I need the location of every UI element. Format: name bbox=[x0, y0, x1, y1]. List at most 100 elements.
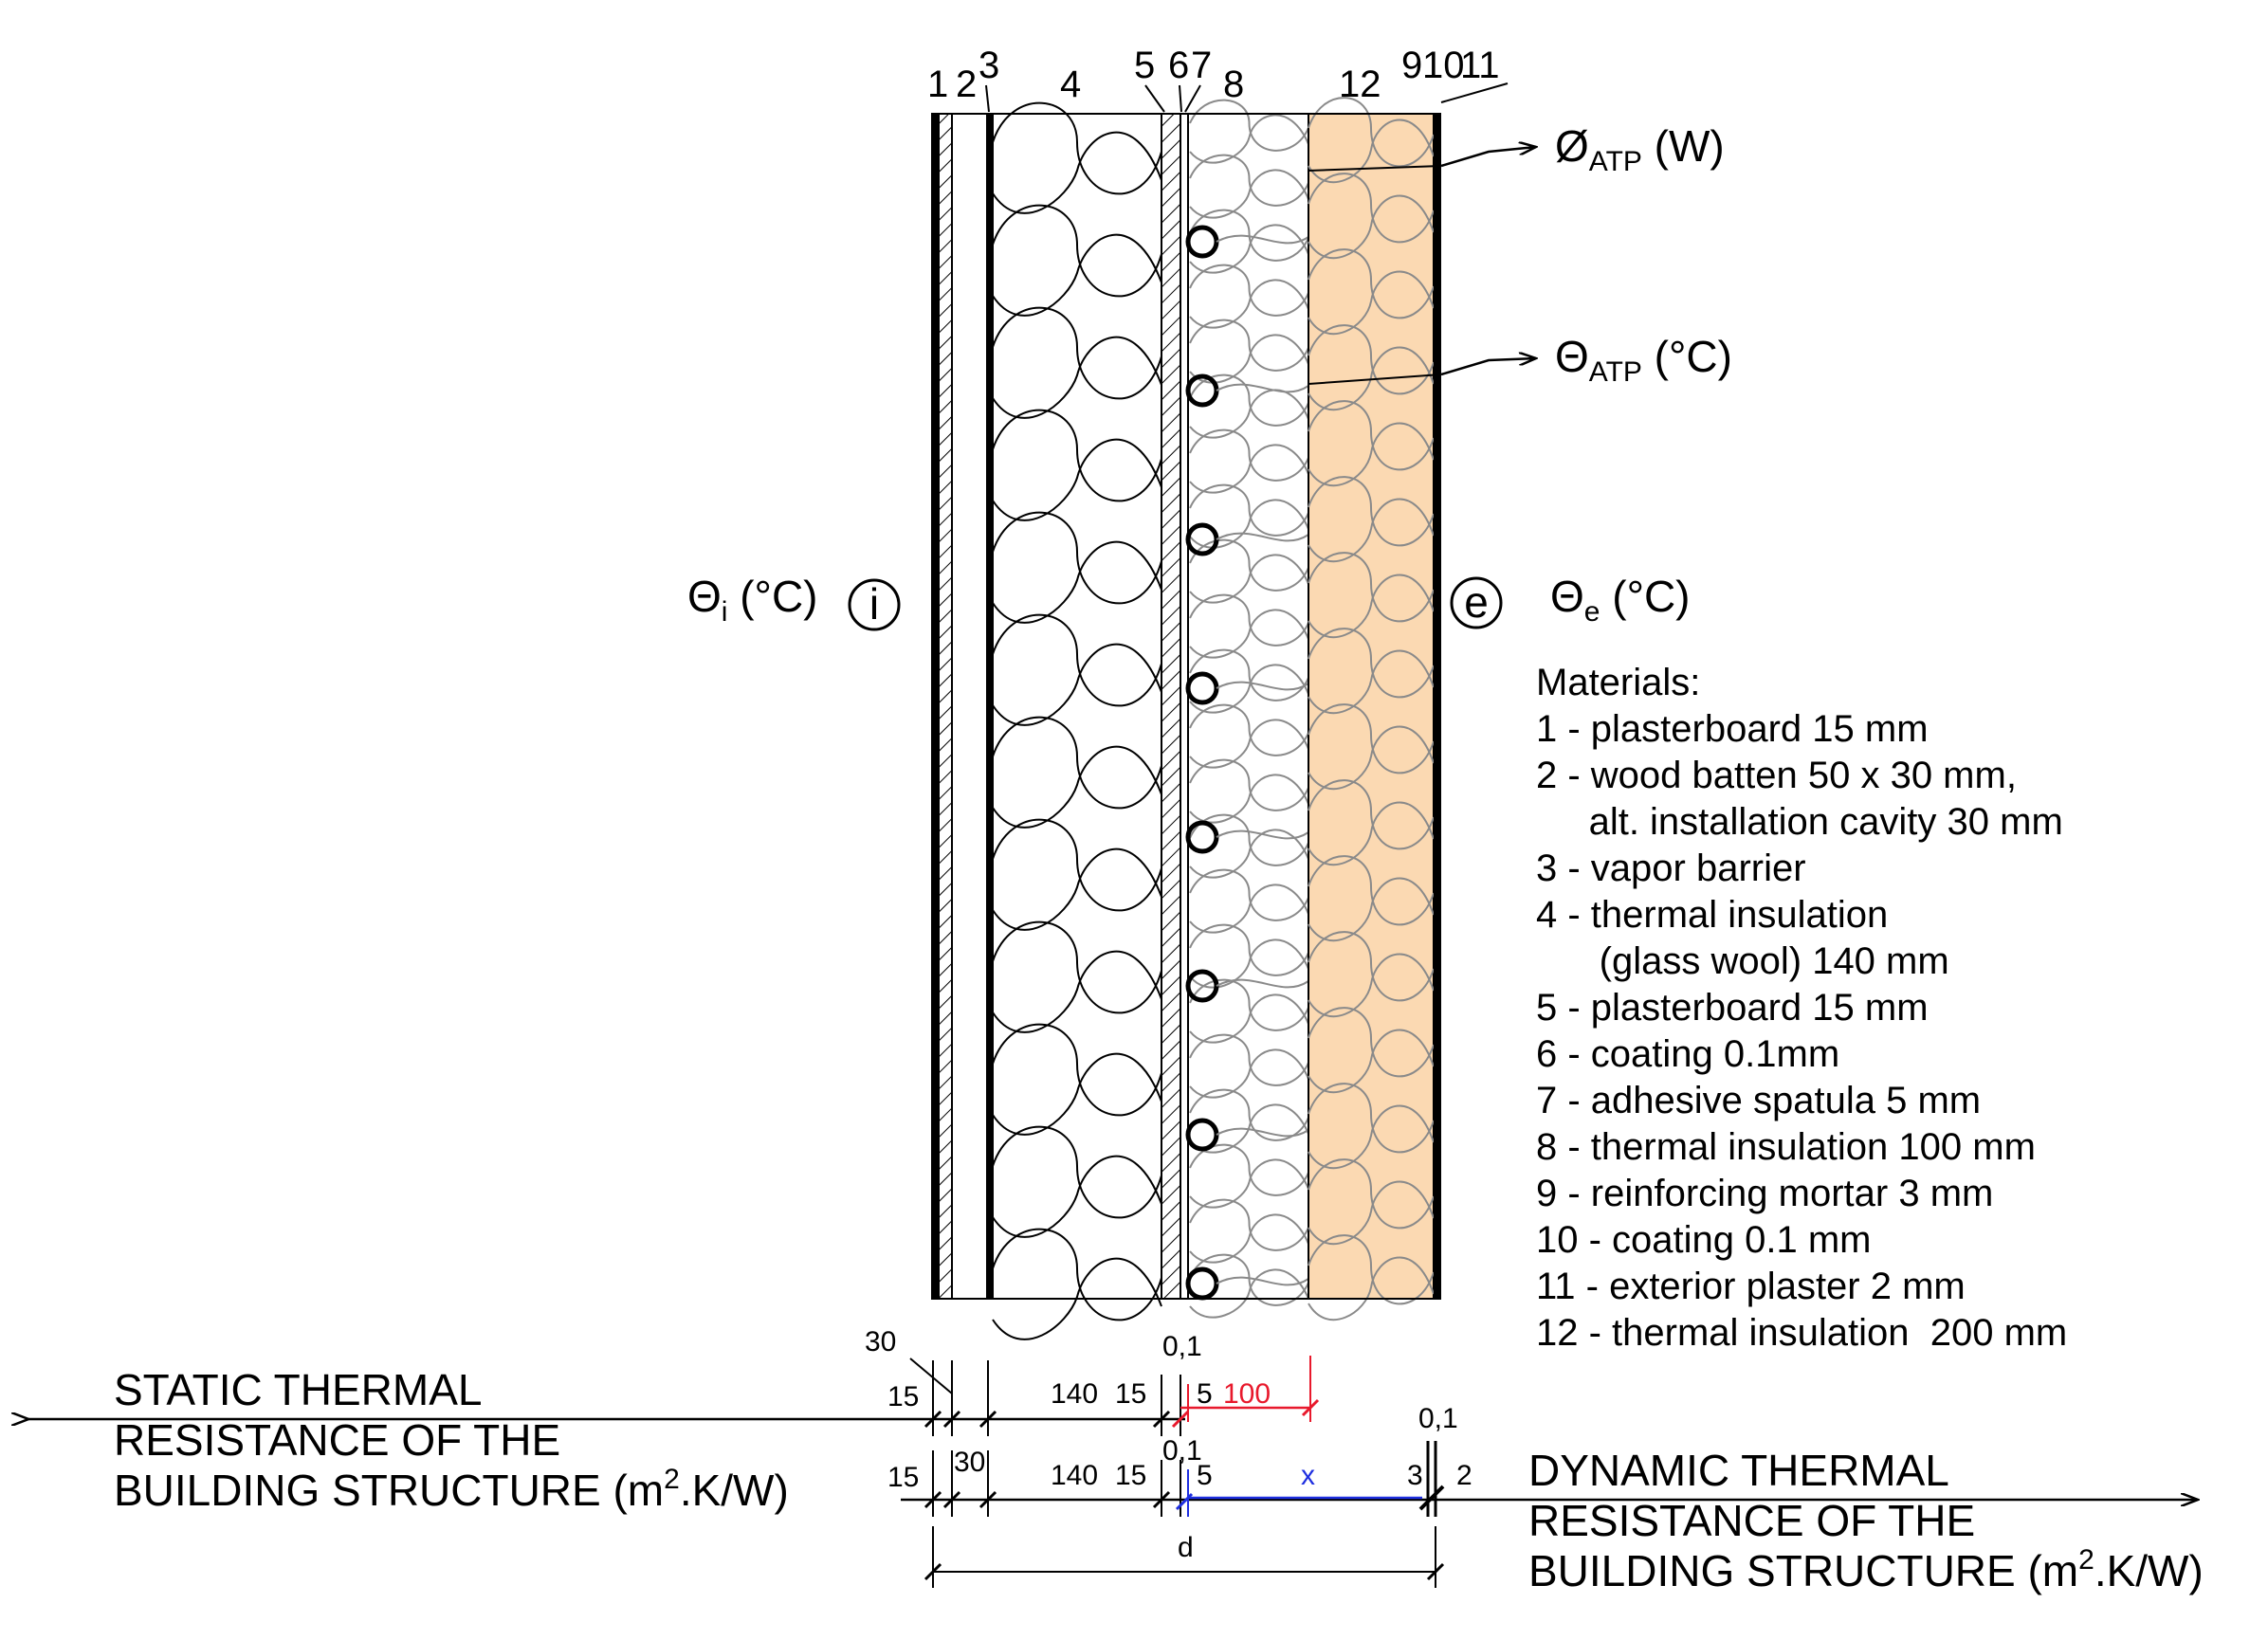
wool-stroke bbox=[992, 1257, 1162, 1340]
wool-stroke bbox=[1189, 1198, 1309, 1251]
phi-atp-label: ØATP (W) bbox=[1555, 121, 1725, 177]
wool-stroke bbox=[1216, 234, 1309, 245]
wool-stroke bbox=[1189, 719, 1309, 769]
dim-label: 15 bbox=[887, 1381, 919, 1412]
material-item: 2 - wood batten 50 x 30 mm, bbox=[1536, 755, 2017, 796]
layer-2-batten bbox=[938, 113, 953, 1300]
material-item: 5 - plasterboard 15 mm bbox=[1536, 987, 1929, 1029]
dim-label: 30 bbox=[865, 1326, 896, 1358]
wool-stroke bbox=[1189, 774, 1309, 824]
layer-number: 6 bbox=[1168, 45, 1189, 86]
wool-stroke bbox=[1189, 1213, 1309, 1264]
wool-stroke bbox=[1308, 1029, 1435, 1094]
exterior-marker-circle bbox=[1450, 576, 1503, 629]
dim-label: 15 bbox=[1115, 1378, 1146, 1410]
wool-stroke bbox=[1308, 1083, 1435, 1154]
svg-text:BUILDING STRUCTURE (m2.K/W): BUILDING STRUCTURE (m2.K/W) bbox=[114, 1464, 789, 1515]
pipe-markers bbox=[1185, 225, 1309, 1301]
dynamic-resistance-label: DYNAMIC THERMAL RESISTANCE OF THE BUILDI… bbox=[1528, 1446, 2204, 1595]
wool-stroke bbox=[1189, 209, 1309, 262]
dim-label: 2 bbox=[1456, 1460, 1472, 1491]
wool-stroke bbox=[1216, 1276, 1309, 1286]
layer-number: 12 bbox=[1339, 64, 1381, 105]
wool-stroke bbox=[1189, 664, 1309, 714]
layer-number: 2 bbox=[956, 64, 977, 105]
material-item: 1 - plasterboard 15 mm bbox=[1536, 708, 1929, 750]
wool-stroke bbox=[1308, 725, 1435, 791]
material-item: (glass wool) 140 mm bbox=[1536, 940, 1949, 982]
wool-stroke bbox=[992, 643, 1162, 726]
wool-stroke bbox=[1189, 389, 1309, 439]
wool-stroke bbox=[992, 1052, 1162, 1136]
layer-9-11-exterior bbox=[1434, 114, 1441, 1299]
wool-stroke bbox=[1308, 931, 1435, 1002]
wool-stroke bbox=[1189, 224, 1309, 274]
wool-stroke bbox=[1308, 324, 1435, 395]
wool-stroke bbox=[992, 1228, 1162, 1321]
material-item: 11 - exterior plaster 2 mm bbox=[1536, 1266, 1966, 1307]
wool-stroke bbox=[992, 1023, 1162, 1117]
wool-stroke bbox=[992, 847, 1162, 931]
dim-label: 15 bbox=[887, 1462, 919, 1493]
wool-stroke bbox=[1308, 855, 1435, 926]
material-item: 9 - reinforcing mortar 3 mm bbox=[1536, 1173, 1993, 1214]
wool-stroke bbox=[1308, 801, 1435, 866]
dim-label: 0,1 bbox=[1162, 1435, 1202, 1467]
dim-label: d bbox=[1178, 1532, 1194, 1563]
wool-stroke bbox=[992, 1125, 1162, 1219]
layer-7-adhesive bbox=[1180, 113, 1189, 1300]
wool-stroke bbox=[1189, 169, 1309, 219]
wool-stroke bbox=[1308, 1180, 1435, 1246]
wool-stroke bbox=[992, 336, 1162, 419]
wool-stroke bbox=[992, 1155, 1162, 1238]
wool-stroke bbox=[1189, 813, 1309, 866]
wool-stroke bbox=[1308, 498, 1435, 563]
wool-stroke bbox=[1189, 758, 1309, 811]
wool-stroke bbox=[1308, 346, 1435, 411]
material-item: 7 - adhesive spatula 5 mm bbox=[1536, 1080, 1981, 1121]
svg-text:Θe (°C): Θe (°C) bbox=[1550, 572, 1691, 628]
wool-stroke bbox=[1308, 877, 1435, 942]
wool-stroke bbox=[1308, 173, 1435, 244]
wool-stroke bbox=[1216, 532, 1309, 542]
wool-stroke bbox=[1308, 703, 1435, 774]
wool-stroke bbox=[1189, 923, 1309, 976]
wool-stroke bbox=[1308, 574, 1435, 639]
wool-stroke bbox=[992, 306, 1162, 400]
svg-text:Θi (°C): Θi (°C) bbox=[687, 572, 818, 628]
layer-number: 8 bbox=[1223, 64, 1244, 105]
layer-1-plasterboard bbox=[931, 114, 939, 1299]
wool-stroke bbox=[1189, 884, 1309, 934]
wool-stroke bbox=[1189, 1048, 1309, 1099]
interior-marker: i bbox=[869, 579, 879, 629]
layer-3-vapor-barrier bbox=[986, 114, 993, 1299]
wool-stroke bbox=[992, 511, 1162, 605]
svg-text:DYNAMIC THERMAL: DYNAMIC THERMAL bbox=[1528, 1446, 1949, 1495]
dim-label: 5 bbox=[1197, 1378, 1213, 1410]
svg-text:BUILDING STRUCTURE (m2.K/W): BUILDING STRUCTURE (m2.K/W) bbox=[1528, 1544, 2204, 1595]
dim-label: 3 bbox=[1407, 1460, 1423, 1491]
wool-stroke bbox=[992, 920, 1162, 1014]
wool-stroke bbox=[1189, 609, 1309, 659]
dim-label: 140 bbox=[1051, 1378, 1098, 1410]
dim-label: 0,1 bbox=[1418, 1403, 1458, 1434]
material-item: 3 - vapor barrier bbox=[1536, 847, 1806, 889]
wool-stroke bbox=[1308, 422, 1435, 487]
material-item: alt. installation cavity 30 mm bbox=[1536, 801, 2063, 843]
material-item: 10 - coating 0.1 mm bbox=[1536, 1219, 1872, 1261]
wool-stroke bbox=[1308, 953, 1435, 1018]
wool-stroke bbox=[992, 950, 1162, 1033]
wool-stroke bbox=[1189, 264, 1309, 317]
wool-stroke bbox=[1308, 476, 1435, 547]
wool-stroke bbox=[1189, 1103, 1309, 1154]
layer-number: 10 bbox=[1422, 45, 1465, 86]
interior-marker-circle bbox=[848, 578, 901, 631]
layer-number: 4 bbox=[1060, 64, 1081, 105]
wool-stroke bbox=[1189, 1268, 1309, 1319]
layer-2-cavity bbox=[951, 113, 989, 1300]
layer-12-insulation bbox=[1308, 113, 1435, 1300]
dynamic-dimension-line: 15 30 140 15 0,1 5 x 3 0,1 2 d bbox=[887, 1403, 2198, 1588]
material-item: 8 - thermal insulation 100 mm bbox=[1536, 1126, 2036, 1168]
wool-stroke bbox=[1216, 681, 1309, 691]
wool-stroke bbox=[1189, 978, 1309, 1031]
